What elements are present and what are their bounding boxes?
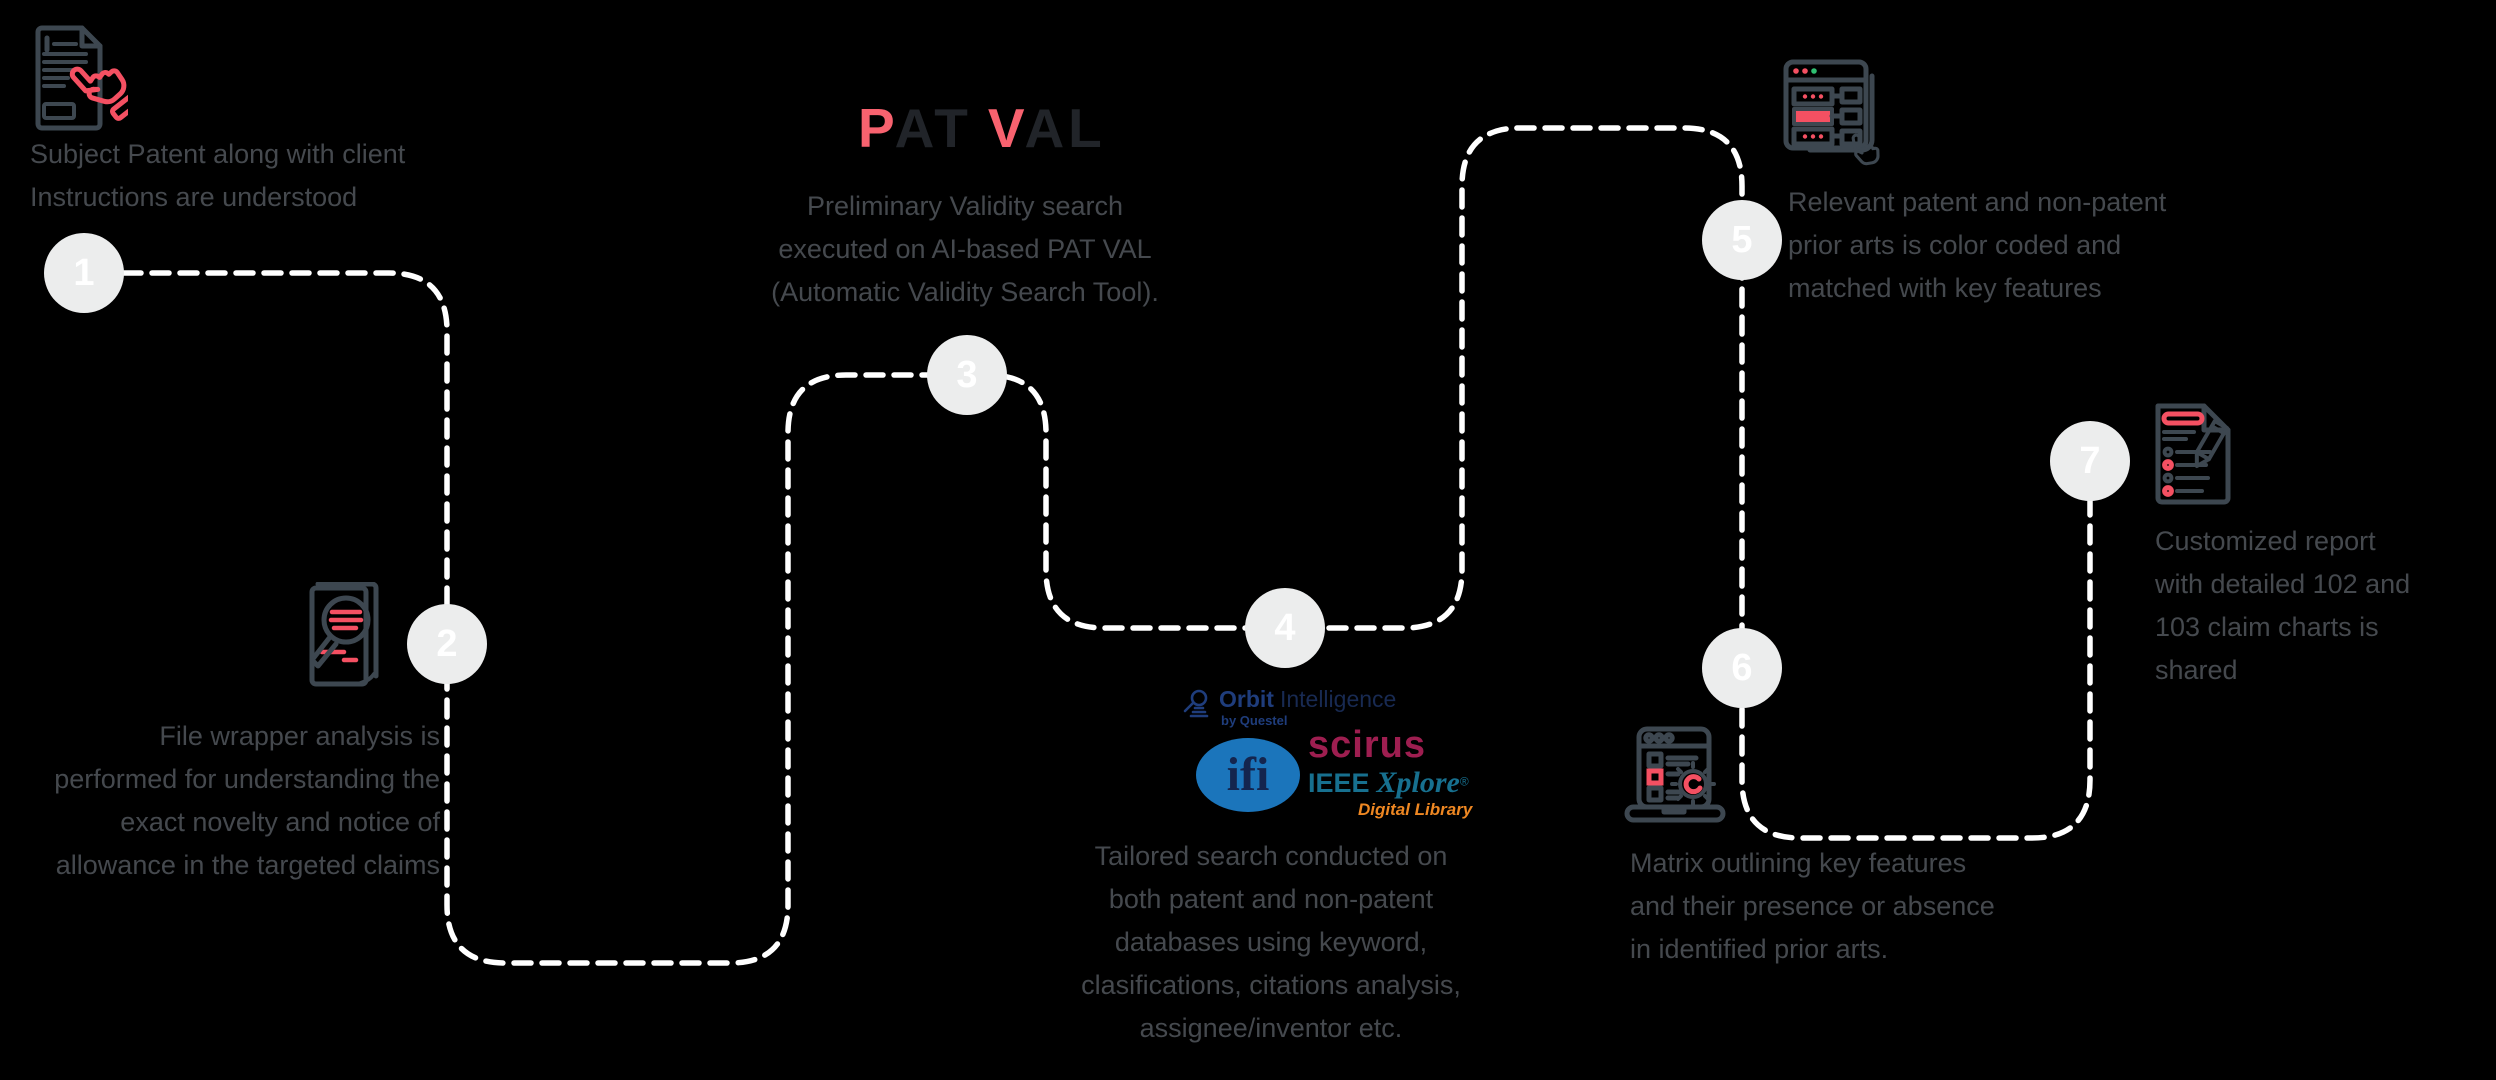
ieee-brand-text: IEEE [1308,768,1370,798]
step-3-description: Preliminary Validity search executed on … [771,191,1159,307]
orbit-logo-suffix: Intelligence [1279,686,1397,712]
step-2-description: File wrapper analysis is performed for u… [54,721,440,880]
step-7-marker: 7 [2050,421,2130,501]
dashed-connector-path [121,125,2093,966]
step-1-marker: 1 [44,233,124,313]
file-wrapper-search-icon [309,582,379,687]
ifi-logo: ifi [1196,738,1300,812]
step-6-description: Matrix outlining key features and their … [1630,848,1995,964]
patval-letters-al: AL [1024,97,1106,159]
step-3-marker: 3 [927,335,1007,415]
step-2-marker: 2 [407,604,487,684]
step-5-marker: 5 [1702,200,1782,280]
scirus-logo: scirus [1308,724,1426,766]
ieee-product-text: Xplore [1376,766,1460,799]
orbit-logo-byline: by Questel [1221,713,1288,728]
step-1-description: Subject Patent along with client Instruc… [30,139,406,212]
report-pencil-icon [2155,403,2231,505]
patval-letter-v: V [987,97,1025,159]
step-4-marker: 4 [1245,588,1325,668]
orbit-magnifier-icon [1183,689,1209,718]
patval-letter-p: P [858,97,895,159]
step-7-description: Customized report with detailed 102 and … [2155,526,2411,685]
patent-document-click-icon [35,25,128,131]
step-6-marker: 6 [1702,628,1782,708]
ieee-tagline: Digital Library [1358,800,1473,819]
patval-letters-at: AT [894,97,972,159]
ifi-logo-text: ifi [1226,748,1270,801]
ieee-registered-mark: ® [1459,774,1469,789]
color-coded-browser-icon [1783,59,1880,166]
matrix-laptop-icon [1624,726,1726,823]
step-5-description: Relevant patent and non-patent prior art… [1788,187,2167,303]
orbit-logo-name: Orbit [1219,686,1274,712]
step-4-description: Tailored search conducted on both patent… [1081,841,1461,1043]
